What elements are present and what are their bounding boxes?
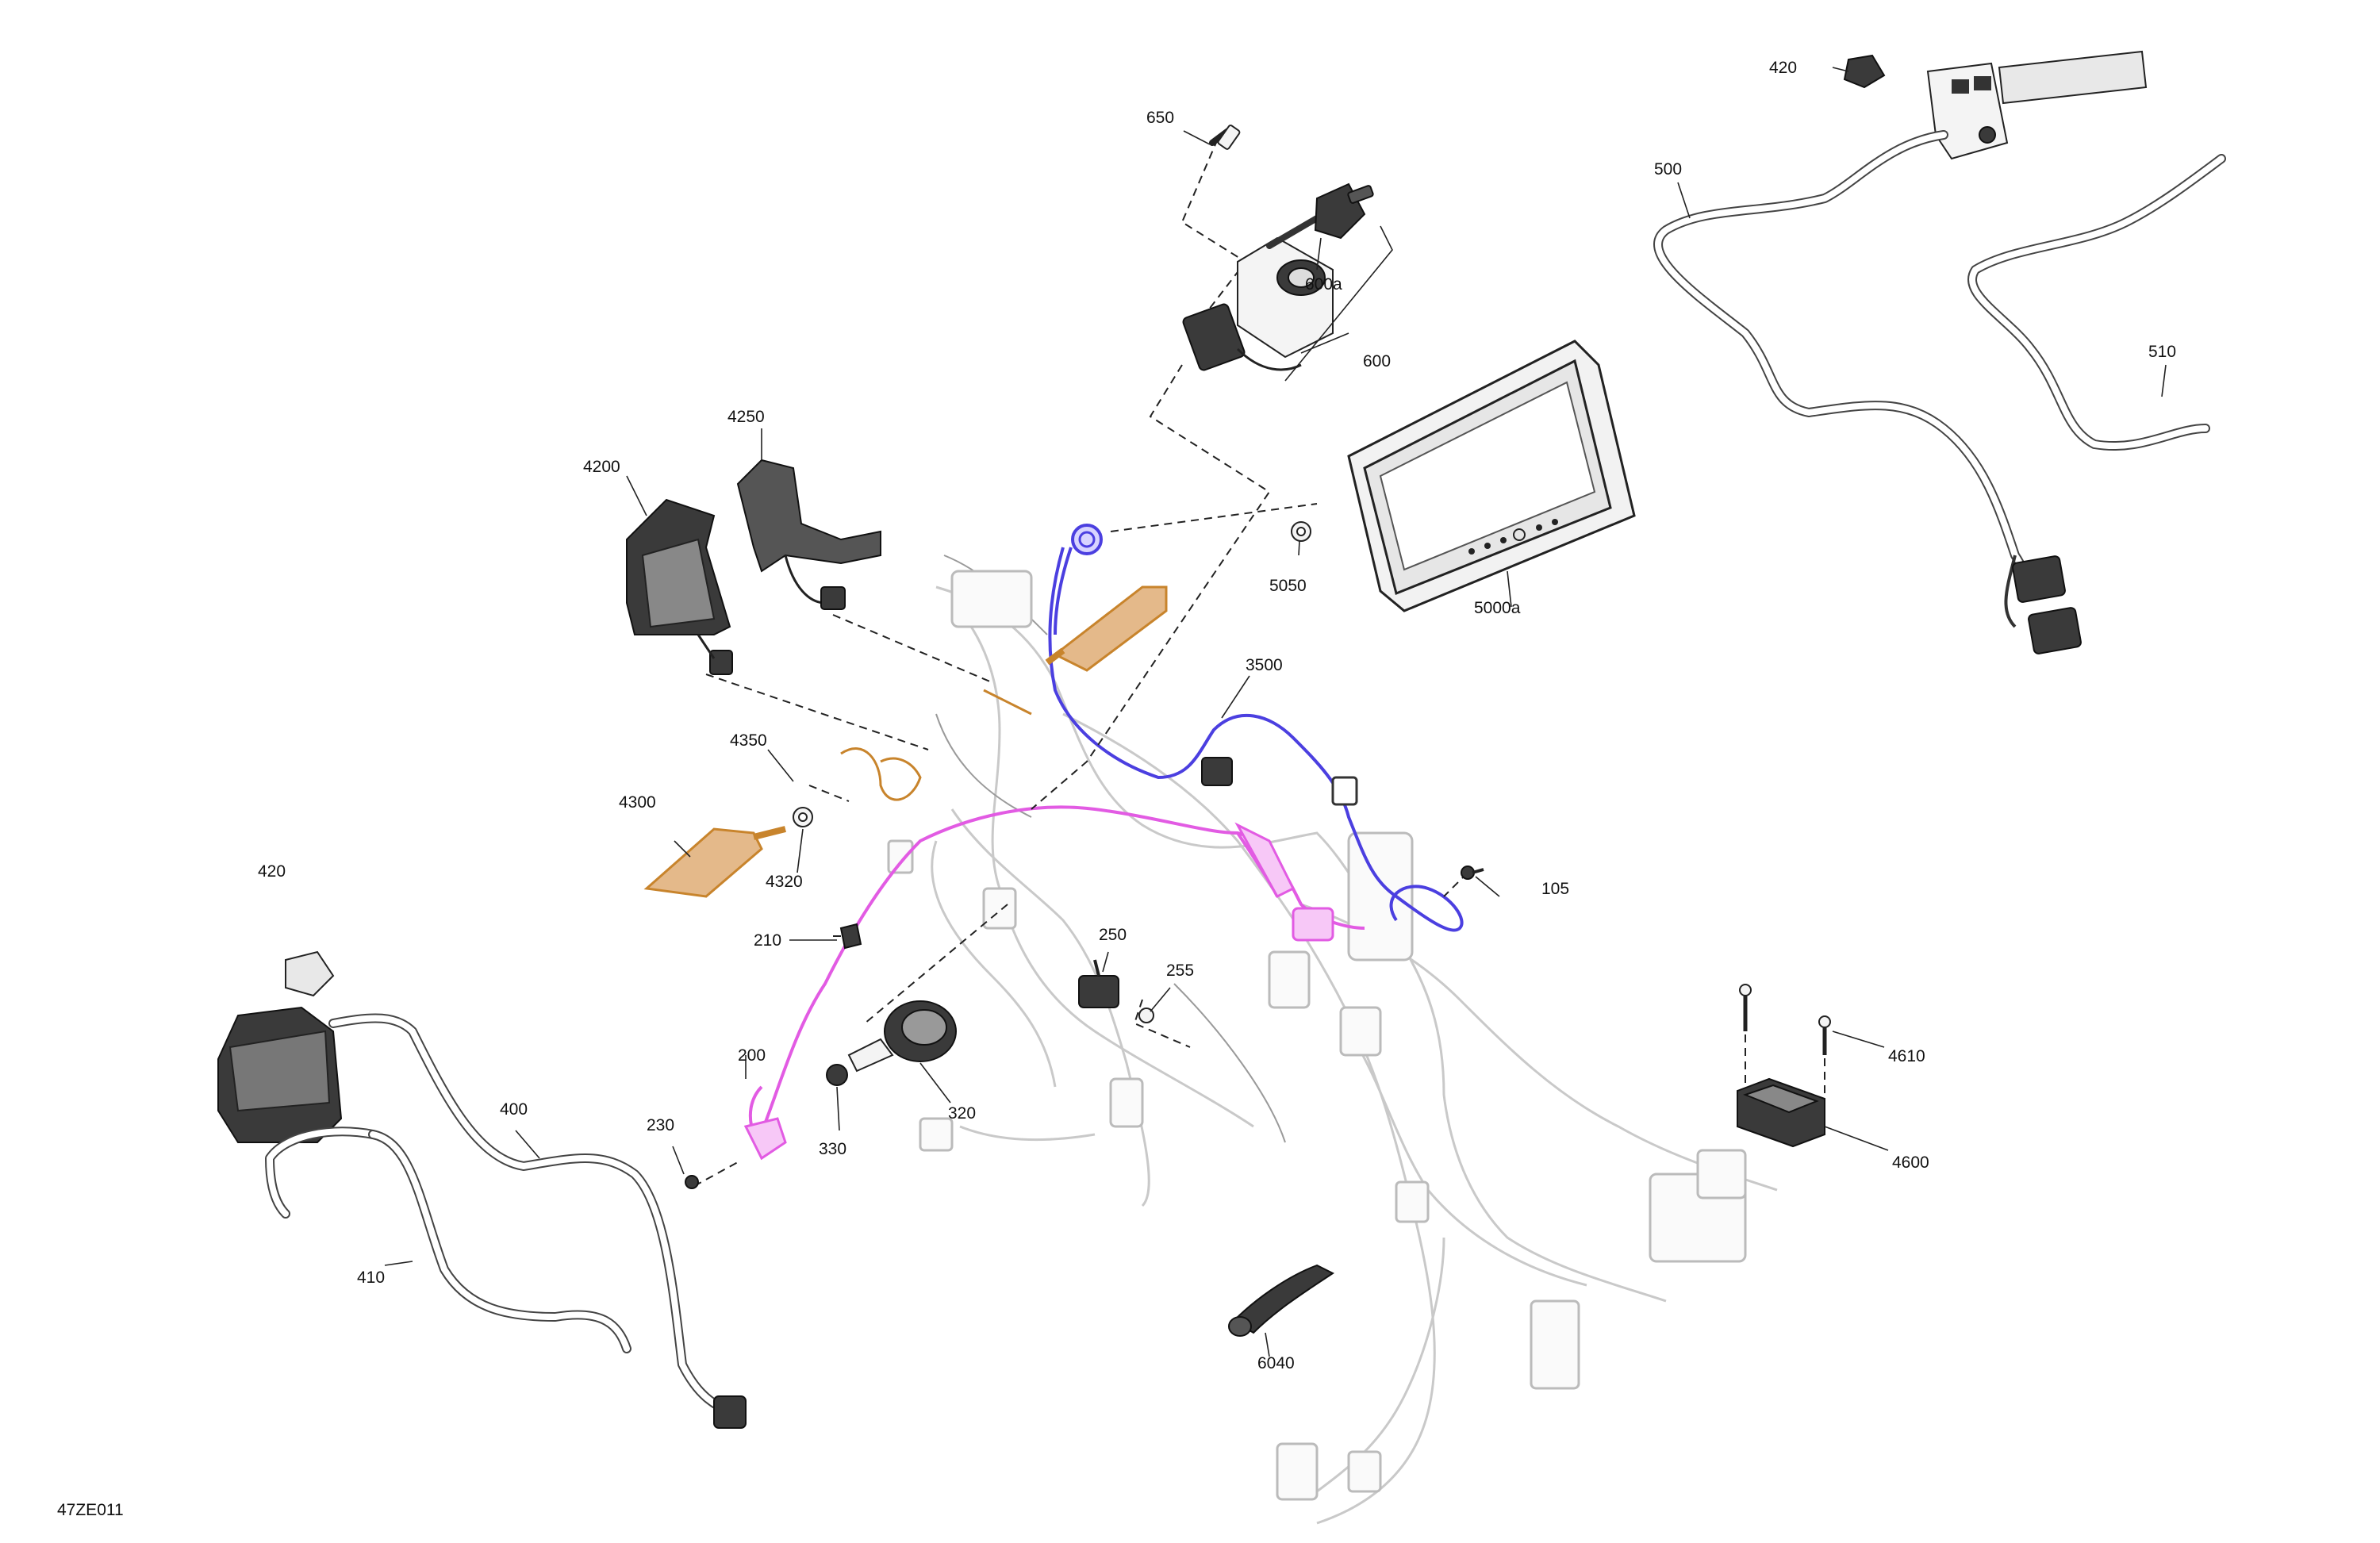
callout-410: 410 [357, 1269, 385, 1287]
callout-4300: 4300 [619, 793, 656, 812]
callout-320: 320 [948, 1104, 976, 1123]
part-400-cable [328, 1013, 747, 1429]
part-210-clip [839, 923, 862, 950]
part-600a-key [1266, 182, 1374, 249]
callout-3500: 3500 [1246, 656, 1283, 674]
part-4200-tail-light [626, 498, 733, 675]
part-230-screw [685, 1175, 699, 1189]
callout-420-top: 420 [1769, 59, 1797, 77]
callout-labels: 650 600a 600 420 500 510 4250 4200 5050 … [57, 59, 2176, 1519]
part-105-screw [1461, 866, 1484, 880]
part-4300-turn-signal-upper [1045, 585, 1168, 672]
callout-600: 600 [1363, 352, 1391, 370]
callout-500: 500 [1654, 160, 1682, 178]
part-left-switch-housing [217, 1006, 343, 1143]
callout-4600: 4600 [1892, 1153, 1929, 1172]
callout-330: 330 [819, 1140, 846, 1158]
part-510-cable [1967, 154, 2226, 451]
part-4600-module [1737, 1077, 1825, 1148]
part-500-cable [1653, 130, 2082, 654]
callout-4610: 4610 [1888, 1047, 1925, 1065]
callout-650: 650 [1146, 109, 1174, 127]
pink-harness-200 [743, 805, 1365, 1161]
part-relay-block [1201, 757, 1233, 786]
callout-4200: 4200 [583, 458, 620, 476]
bracket-600 [1284, 225, 1393, 382]
blue-harness-3500 [1048, 524, 1464, 932]
part-6040-strap [1228, 1264, 1334, 1337]
part-410-cable [265, 1127, 631, 1353]
part-5000a-display [1347, 340, 1636, 612]
part-420-cap-top [1843, 54, 1886, 89]
callout-5000a: 5000a [1474, 599, 1521, 617]
part-4610-screws [1739, 984, 1831, 1055]
callout-4350: 4350 [730, 731, 767, 750]
callout-4320: 4320 [766, 873, 803, 891]
callout-600a: 600a [1305, 275, 1342, 294]
main-harness [887, 555, 1778, 1525]
part-5050-washer [1291, 521, 1311, 542]
part-right-switch-housing [1926, 50, 2148, 160]
part-250-sensor [1078, 959, 1119, 1008]
callout-255: 255 [1166, 961, 1194, 980]
callout-420-left: 420 [258, 862, 286, 881]
callout-400: 400 [500, 1100, 528, 1119]
callout-200: 200 [738, 1046, 766, 1065]
part-650-bolt [1209, 125, 1241, 150]
part-4250-bracket [736, 459, 881, 610]
diagram-reference: 47ZE011 [57, 1501, 124, 1519]
part-255-nut [1138, 1008, 1154, 1023]
callout-230: 230 [647, 1116, 674, 1134]
part-4320-nut [793, 807, 813, 827]
callout-6040: 6040 [1257, 1354, 1295, 1372]
callout-leaders [384, 67, 2167, 1357]
callout-510: 510 [2148, 343, 2176, 361]
part-420-cap-left [285, 950, 335, 997]
callout-105: 105 [1541, 880, 1569, 898]
part-320-horn [847, 1000, 957, 1073]
part-4350-wire [840, 689, 1032, 801]
callout-5050: 5050 [1269, 577, 1307, 595]
part-4300-turn-signal [643, 826, 786, 898]
part-600-ignition-switch [1182, 236, 1334, 371]
callout-250: 250 [1099, 926, 1127, 944]
part-330-nut [826, 1064, 848, 1086]
callout-4250: 4250 [727, 408, 765, 426]
callout-210: 210 [754, 931, 781, 950]
